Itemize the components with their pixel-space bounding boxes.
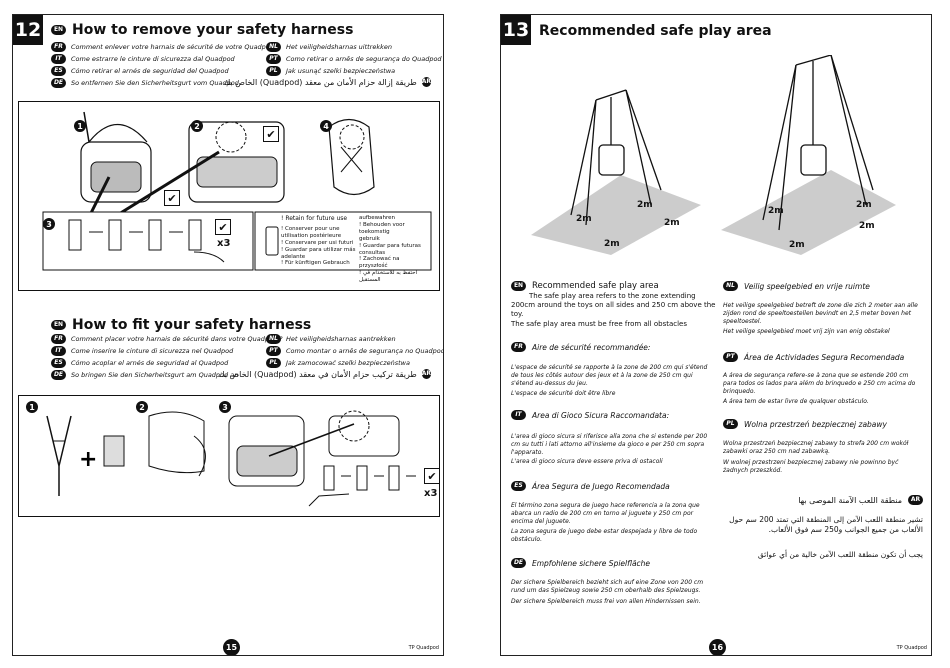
x3-label: x3 bbox=[424, 488, 438, 499]
fit-title: How to fit your safety harness bbox=[72, 317, 312, 333]
dimension-label: 2m bbox=[604, 239, 620, 249]
de-paragraph-2: Der sichere Spielbereich muss frei von a… bbox=[511, 598, 701, 605]
check-icon: ✔ bbox=[215, 219, 231, 235]
retain-languages-1: ! Conserver pour une utilisation postéri… bbox=[281, 226, 356, 267]
x3-label: x3 bbox=[217, 238, 231, 249]
dimension-label: 2m bbox=[664, 218, 680, 228]
nl-paragraph-2: Het veilige speelgebied moet vrij zijn v… bbox=[723, 328, 890, 335]
step-2-number: 2 bbox=[136, 401, 148, 413]
remove-title-row: EN How to remove your safety harness bbox=[51, 22, 353, 38]
nl-paragraph-1: Het veilige speelgebied betreft de zone … bbox=[723, 302, 918, 326]
step-2-number: 2 bbox=[191, 120, 203, 132]
remove-illustration: 1 2 3 4 ✔ ✔ ✔ x3 ! Retain for future use… bbox=[18, 101, 440, 291]
dimension-label: 2m bbox=[768, 206, 784, 216]
footer-brand: TP Quadpod bbox=[408, 645, 439, 651]
dimension-label: 2m bbox=[789, 240, 805, 250]
retain-languages-2: ! Behouden voor toekomstig gebruik ! Gua… bbox=[359, 222, 421, 283]
ar-paragraph-2: يجب أن تكون منطقة اللعب الآمن خالية من أ… bbox=[757, 550, 923, 559]
ar-paragraph-1: تشير منطقة اللعب الآمن إلى المنطقة التي … bbox=[729, 515, 923, 534]
safe-area-drawing: 2m 2m 2m 2m 2m 2m 2m 2m bbox=[531, 55, 896, 255]
dimension-label: 2m bbox=[637, 200, 653, 210]
remove-harness-drawing bbox=[42, 111, 432, 271]
footer-brand: TP Quadpod bbox=[896, 645, 927, 651]
retain-title: ! Retain for future use bbox=[281, 215, 348, 222]
check-icon: ✔ bbox=[424, 468, 440, 484]
es-paragraph-1: El término zona segura de juego hace ref… bbox=[511, 502, 700, 526]
es-paragraph-2: La zona segura de juego debe estar despe… bbox=[511, 528, 698, 544]
dimension-label: 2m bbox=[856, 200, 872, 210]
fit-harness-drawing: + bbox=[46, 410, 416, 507]
safe-area-title: Recommended safe play area bbox=[539, 23, 772, 39]
de-paragraph-1: Der sichere Spielbereich bezieht sich au… bbox=[511, 579, 704, 595]
en-paragraph-2: The safe play area must be free from all… bbox=[511, 320, 688, 328]
fit-illustration: + 1 2 3 ✔ x3 bbox=[18, 395, 440, 517]
check-icon: ✔ bbox=[263, 126, 279, 142]
step-1-number: 1 bbox=[74, 120, 86, 132]
pt-paragraph-1: A área de segurança refere-se à zona que… bbox=[723, 372, 916, 396]
check-icon: ✔ bbox=[164, 190, 180, 206]
step-3-number: 3 bbox=[219, 401, 231, 413]
dimension-label: 2m bbox=[576, 214, 592, 224]
page-number: 16 bbox=[709, 639, 726, 655]
step-1-number: 1 bbox=[26, 401, 38, 413]
retain-head-2: aufbewahren bbox=[359, 215, 396, 221]
page-badge: 13 bbox=[501, 15, 531, 45]
pl-paragraph-1: Wolna przestrzeń bezpiecznej zabawy to s… bbox=[723, 440, 909, 456]
page-number: 15 bbox=[223, 639, 240, 655]
it-paragraph-2: L'area di gioco sicura deve essere priva… bbox=[511, 458, 663, 465]
lang-badge: EN bbox=[51, 320, 66, 330]
pl-paragraph-2: W wolnej przestrzeni bezpiecznej zabawy … bbox=[723, 459, 899, 475]
right-page: 13 Recommended safe play area 2m 2m 2m 2… bbox=[500, 14, 932, 656]
left-page: 12 EN How to remove your safety harness … bbox=[12, 14, 444, 656]
fr-paragraph-2: L'espace de sécurité doit être libre bbox=[511, 390, 616, 397]
page-badge: 12 bbox=[13, 15, 43, 45]
en-paragraph-1: The safe play area refers to the zone ex… bbox=[511, 292, 716, 319]
dimension-label: 2m bbox=[859, 221, 875, 231]
lang-badge: EN bbox=[51, 25, 66, 35]
step-3-number: 3 bbox=[43, 218, 55, 230]
remove-title: How to remove your safety harness bbox=[72, 22, 354, 38]
pt-paragraph-2: A área tem de estar livre de qualquer ob… bbox=[723, 398, 869, 405]
svg-text:+: + bbox=[79, 447, 97, 472]
it-paragraph-1: L'area di gioco sicura si riferisce alla… bbox=[511, 433, 708, 457]
step-4-number: 4 bbox=[320, 120, 332, 132]
fit-title-row: EN How to fit your safety harness bbox=[51, 317, 311, 333]
fr-paragraph-1: L'espace de sécurité se rapporte à la zo… bbox=[511, 364, 708, 388]
